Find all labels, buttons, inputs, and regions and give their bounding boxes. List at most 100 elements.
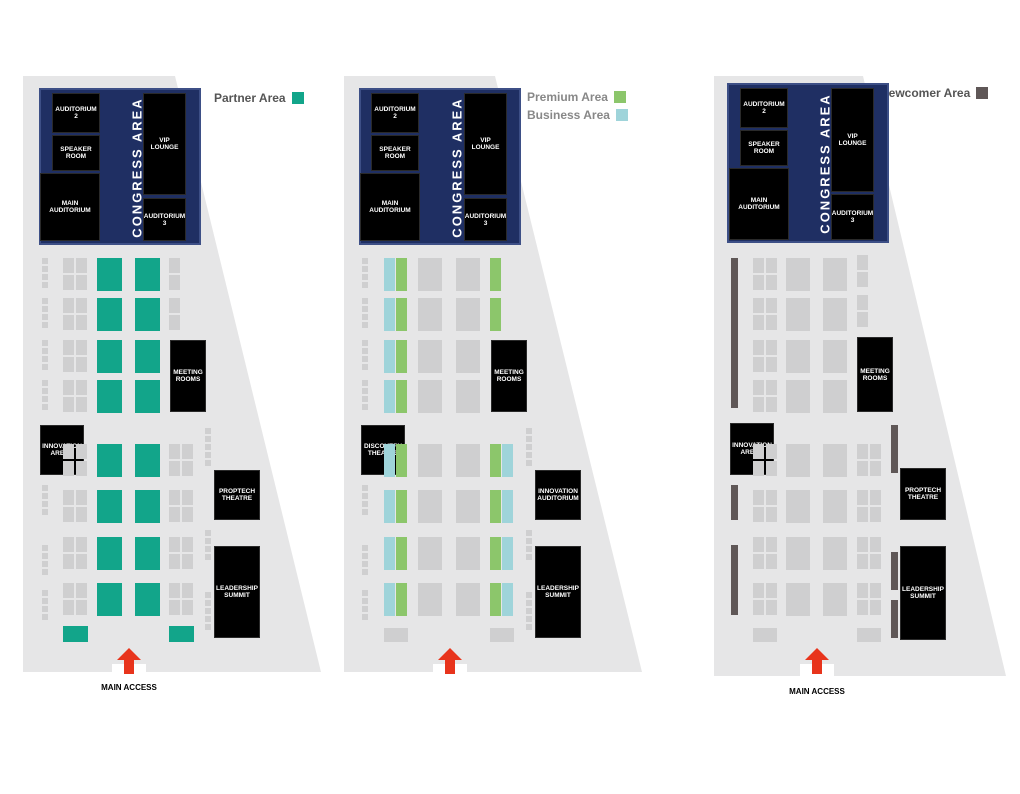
booth[interactable] (418, 583, 442, 616)
thin-booth[interactable] (526, 554, 532, 560)
booth[interactable] (786, 380, 810, 413)
booth[interactable] (870, 507, 881, 522)
premium-booth[interactable] (396, 490, 407, 523)
booth[interactable] (766, 380, 777, 395)
thin-booth[interactable] (526, 546, 532, 552)
thin-booth[interactable] (526, 530, 532, 536)
thin-booth[interactable] (205, 428, 211, 434)
booth[interactable] (76, 461, 87, 476)
booth[interactable] (857, 507, 868, 522)
thin-booth[interactable] (42, 322, 48, 328)
booth[interactable] (76, 444, 87, 459)
booth[interactable] (76, 554, 87, 569)
thin-booth[interactable] (42, 501, 48, 507)
business-booth[interactable] (384, 258, 395, 291)
booth[interactable] (456, 537, 480, 570)
thin-booth[interactable] (362, 322, 368, 328)
premium-booth[interactable] (490, 258, 501, 291)
booth[interactable] (182, 583, 193, 598)
booth[interactable] (753, 397, 764, 412)
thin-booth[interactable] (362, 348, 368, 354)
booth[interactable] (456, 583, 480, 616)
booth[interactable] (766, 258, 777, 273)
booth[interactable] (857, 312, 868, 327)
booth[interactable] (76, 357, 87, 372)
booth[interactable] (182, 507, 193, 522)
thin-booth[interactable] (42, 266, 48, 272)
booth[interactable] (753, 444, 764, 459)
thin-booth[interactable] (362, 598, 368, 604)
premium-booth[interactable] (396, 380, 407, 413)
auditorium-3[interactable]: AUDITORIUM 3 (464, 198, 507, 241)
booth[interactable] (766, 340, 777, 355)
thin-booth[interactable] (526, 616, 532, 622)
thin-booth[interactable] (205, 608, 211, 614)
partner-booth[interactable] (135, 444, 160, 477)
speaker-room[interactable]: SPEAKER ROOM (52, 135, 100, 171)
booth[interactable] (786, 583, 810, 616)
thin-booth[interactable] (362, 614, 368, 620)
booth[interactable] (182, 600, 193, 615)
booth[interactable] (169, 461, 180, 476)
thin-booth[interactable] (42, 306, 48, 312)
partner-booth[interactable] (169, 626, 194, 642)
newcomer-booth[interactable] (891, 600, 898, 638)
premium-booth[interactable] (396, 298, 407, 331)
booth[interactable] (456, 444, 480, 477)
premium-booth[interactable] (396, 537, 407, 570)
booth[interactable] (63, 537, 74, 552)
partner-booth[interactable] (135, 298, 160, 331)
thin-booth[interactable] (526, 608, 532, 614)
booth[interactable] (753, 507, 764, 522)
booth[interactable] (63, 490, 74, 505)
thin-booth[interactable] (362, 306, 368, 312)
booth[interactable] (766, 583, 777, 598)
booth[interactable] (766, 298, 777, 313)
booth[interactable] (63, 357, 74, 372)
booth[interactable] (753, 554, 764, 569)
auditorium-2[interactable]: AUDITORIUM 2 (371, 93, 419, 133)
booth[interactable] (182, 461, 193, 476)
thin-booth[interactable] (362, 485, 368, 491)
booth[interactable] (823, 537, 847, 570)
premium-booth[interactable] (396, 340, 407, 373)
business-booth[interactable] (384, 298, 395, 331)
business-booth[interactable] (502, 537, 513, 570)
booth[interactable] (182, 444, 193, 459)
thin-booth[interactable] (42, 298, 48, 304)
booth[interactable] (766, 507, 777, 522)
booth[interactable] (76, 315, 87, 330)
partner-booth[interactable] (135, 490, 160, 523)
booth[interactable] (182, 554, 193, 569)
booth[interactable] (753, 537, 764, 552)
business-booth[interactable] (502, 583, 513, 616)
booth[interactable] (182, 537, 193, 552)
partner-booth[interactable] (135, 583, 160, 616)
thin-booth[interactable] (526, 444, 532, 450)
thin-booth[interactable] (205, 624, 211, 630)
thin-booth[interactable] (42, 356, 48, 362)
booth[interactable] (857, 583, 868, 598)
booth[interactable] (169, 315, 180, 330)
booth[interactable] (857, 295, 868, 310)
booth[interactable] (766, 537, 777, 552)
partner-booth[interactable] (97, 444, 122, 477)
thin-booth[interactable] (42, 364, 48, 370)
booth[interactable] (418, 444, 442, 477)
booth[interactable] (76, 490, 87, 505)
premium-booth[interactable] (490, 583, 501, 616)
proptech-theatre[interactable]: PROPTECH THEATRE (900, 468, 946, 520)
partner-booth[interactable] (97, 380, 122, 413)
booth[interactable] (766, 275, 777, 290)
auditorium-3[interactable]: AUDITORIUM 3 (143, 198, 186, 241)
newcomer-booth[interactable] (891, 425, 898, 473)
meeting-rooms[interactable]: MEETING ROOMS (170, 340, 206, 412)
main-auditorium[interactable]: MAIN AUDITORIUM (40, 173, 100, 241)
thin-booth[interactable] (362, 553, 368, 559)
booth[interactable] (786, 298, 810, 331)
newcomer-booth[interactable] (731, 485, 738, 520)
thin-booth[interactable] (42, 314, 48, 320)
booth[interactable] (786, 340, 810, 373)
booth[interactable] (63, 583, 74, 598)
booth[interactable] (169, 554, 180, 569)
